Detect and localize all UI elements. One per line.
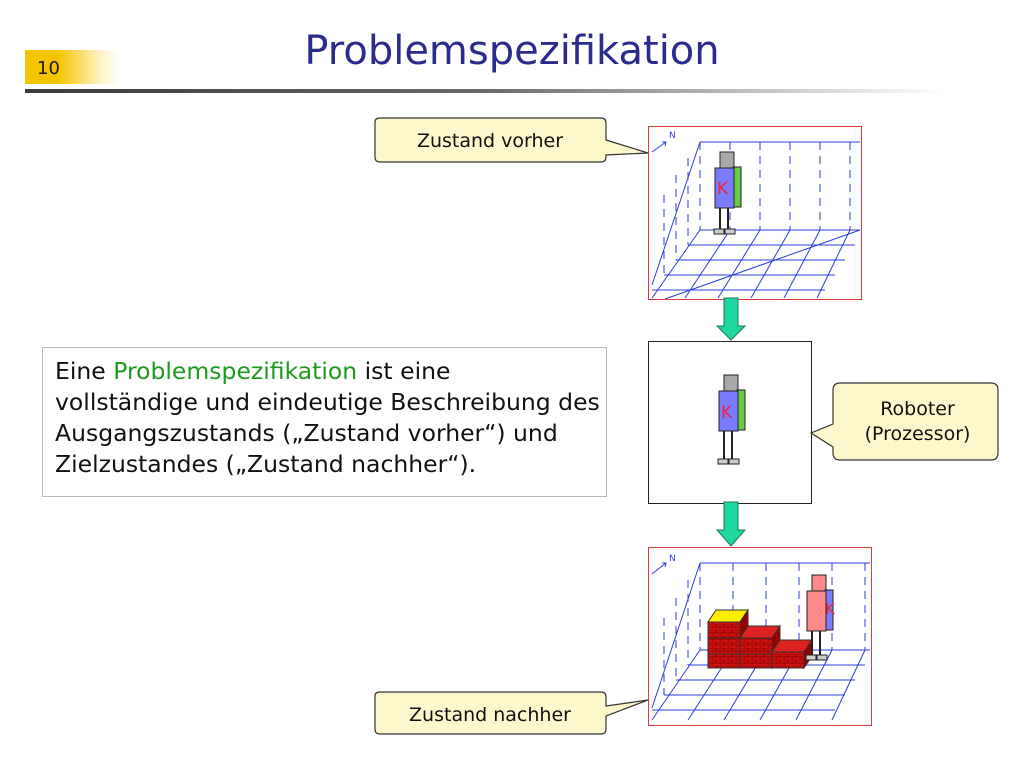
world-before-grid [652,142,860,299]
robot-before: K [714,152,741,234]
robot-before-label: K [717,179,729,199]
robot-processor-label: K [721,403,733,423]
robot-after-label: K [825,600,836,618]
brick-stacks [708,610,812,668]
callout-before-text: Zustand vorher [380,129,600,153]
north-label-after: N [669,554,676,564]
callout-robot-line2: (Prozessor) [840,422,995,446]
arrow-down-2 [717,502,745,546]
callout-robot-line1: Roboter [840,397,995,421]
robot-processor: K [718,375,745,464]
arrow-down-1 [717,298,745,340]
north-label-before: N [669,131,676,141]
callout-after-text: Zustand nachher [380,703,600,727]
